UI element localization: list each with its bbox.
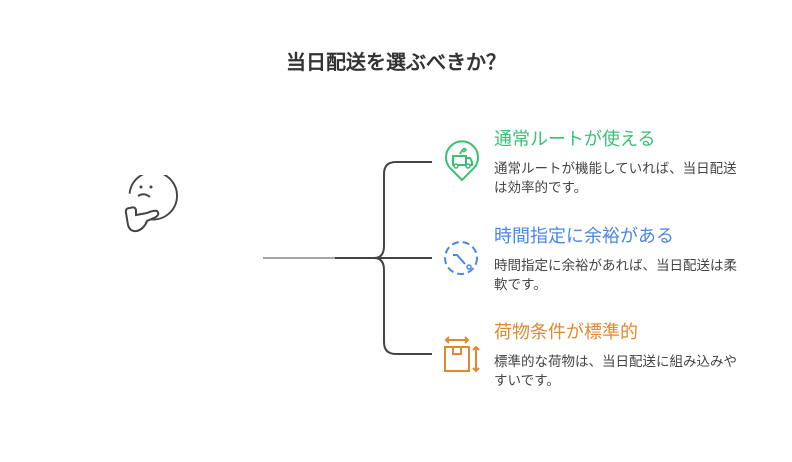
branch-heading-regular-route: 通常ルートが使える <box>494 129 656 150</box>
branch-heading-standard-package: 荷物条件が標準的 <box>494 322 638 343</box>
diagram-title: 当日配送を選ぶべきか？ <box>286 50 506 74</box>
branch-description-regular-route: 通常ルートが機能していれば、当日配送は効率的です。 <box>494 161 737 196</box>
branch-heading-time-slack: 時間指定に余裕がある <box>494 226 674 247</box>
route-pin-icon <box>445 140 479 182</box>
branch-description-standard-package: 標準的な荷物は、当日配送に組み込みやすいです。 <box>494 354 737 389</box>
package-size-icon <box>444 336 480 373</box>
clock-icon <box>444 241 478 275</box>
thinking-face-icon <box>124 175 178 233</box>
branch-description-time-slack: 時間指定に余裕があれば、当日配送は柔軟です。 <box>494 258 737 293</box>
